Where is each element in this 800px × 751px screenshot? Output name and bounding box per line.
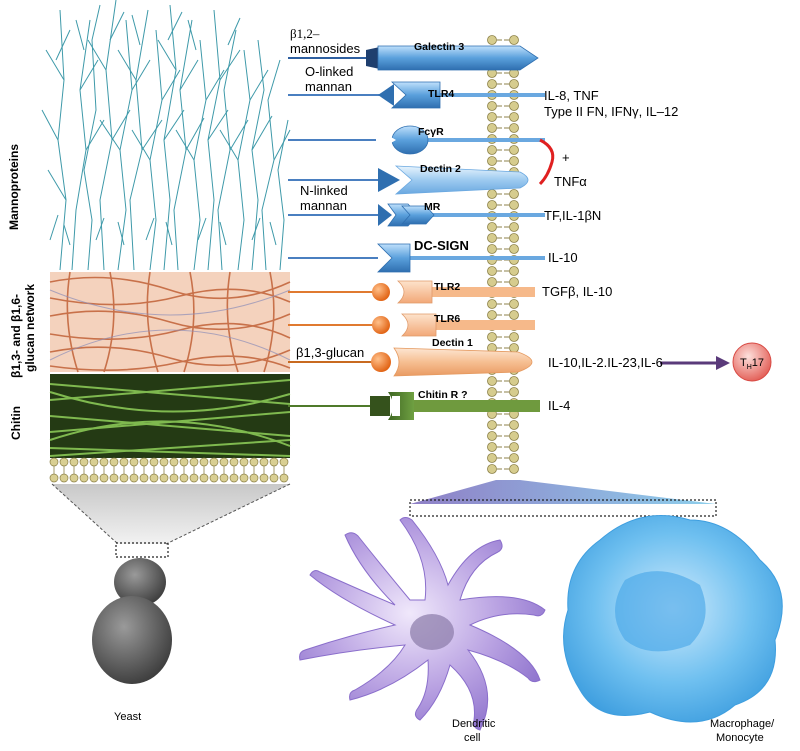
tlr6-label: TLR6 — [434, 313, 460, 325]
ligand-lines — [288, 57, 380, 407]
mr-receptor — [378, 203, 435, 227]
th17-label-main: TH17 — [740, 357, 764, 371]
dectin1-label: Dectin 1 — [432, 337, 473, 349]
synergy-bracket — [538, 138, 555, 186]
host-zoom-box — [409, 499, 717, 517]
nlinked-line1: N-linked — [300, 183, 348, 198]
th17-arrow — [660, 356, 730, 370]
chitin-output: IL-4 — [548, 398, 570, 413]
tlr2-output: TGFβ, IL-10 — [542, 284, 612, 299]
b13-glucan-label: β1,3-glucan — [296, 345, 364, 360]
tlr2-receptor — [372, 280, 433, 304]
galectin3-label: Galectin 3 — [414, 41, 464, 53]
b12-mannosides-line1: β1,2– — [290, 26, 320, 41]
macrophage-label-line2: Monocyte — [716, 732, 764, 744]
th17-cell — [732, 342, 772, 382]
tlr2-shaft — [425, 287, 535, 297]
layer-labels: Mannoproteins β1,3- and β1,6- glucan net… — [7, 144, 37, 440]
tlr4-output-line1: IL-8, TNF — [544, 88, 599, 103]
synergy-plus: + — [562, 150, 570, 165]
yeast-membrane — [49, 457, 289, 483]
olinked-line2: mannan — [305, 79, 352, 94]
chitinr-label: Chitin R ? — [418, 389, 468, 401]
dectin1-receptor — [371, 347, 533, 377]
chitin-label: Chitin — [9, 406, 23, 440]
macrophage-cell — [563, 515, 783, 723]
mannoprotein-layer — [41, 0, 291, 271]
dcsign-receptor — [377, 243, 411, 273]
tlr6-receptor — [372, 313, 437, 337]
tlr4-label: TLR4 — [428, 88, 454, 100]
mannoproteins-label: Mannoproteins — [7, 144, 21, 230]
macrophage-label-line1: Macrophage/ — [710, 718, 775, 730]
tlr2-label: TLR2 — [434, 281, 460, 293]
receptor-labels: Galectin 3 TLR4 FcγR Dectin 2 MR DC-SIGN… — [414, 41, 473, 401]
cytokine-outputs: IL-8, TNF Type II FN, IFNγ, IL–12 + TNFα… — [542, 88, 764, 413]
dendritic-label-line1: Dendritic — [452, 718, 496, 730]
receptor-shafts — [405, 93, 545, 412]
dectin2-label: Dectin 2 — [420, 163, 461, 175]
chitin-receptor-shaft — [410, 400, 540, 412]
tlr4-receptor — [378, 81, 441, 109]
yeast-cell — [92, 558, 172, 684]
fcgr-label: FcγR — [418, 126, 444, 138]
yeast-zoom-box — [115, 542, 169, 558]
cell-labels: Yeast Dendritic cell Macrophage/ Monocyt… — [114, 711, 775, 744]
host-zoom-funnel — [410, 480, 716, 504]
chitin-mesh — [49, 379, 291, 457]
glucan-label-line1: β1,3- and β1,6- — [9, 294, 23, 378]
yeast-label: Yeast — [114, 711, 141, 723]
galectin3-receptor — [366, 45, 539, 71]
yeast-zoom-funnel — [52, 484, 290, 544]
chitin-receptor — [370, 392, 414, 420]
dcsign-output: IL-10 — [548, 250, 578, 265]
tlr4-output-line2: Type II FN, IFNγ, IL–12 — [544, 104, 678, 119]
fcgr-receptor — [376, 125, 429, 155]
dectin2-receptor — [378, 165, 529, 195]
yeast-cell-wall — [41, 0, 291, 483]
dcsign-label: DC-SIGN — [414, 238, 469, 253]
mr-output: TF,IL-1βN — [544, 208, 601, 223]
dendritic-label-line2: cell — [464, 732, 481, 744]
olinked-line1: O-linked — [305, 64, 353, 79]
glucan-mesh — [49, 271, 291, 373]
mr-label: MR — [424, 201, 441, 213]
dendritic-cell — [299, 517, 546, 731]
nlinked-line2: mannan — [300, 198, 347, 213]
ligand-labels: β1,2– mannosides O-linked mannan N-linke… — [290, 26, 364, 360]
tnfa-output: TNFα — [554, 174, 587, 189]
dectin1-output: IL-10,IL-2.IL-23,IL-6 — [548, 355, 663, 370]
tlr6-shaft — [430, 320, 535, 330]
b12-mannosides-line2: mannosides — [290, 41, 361, 56]
glucan-label-line2: glucan network — [23, 284, 37, 372]
